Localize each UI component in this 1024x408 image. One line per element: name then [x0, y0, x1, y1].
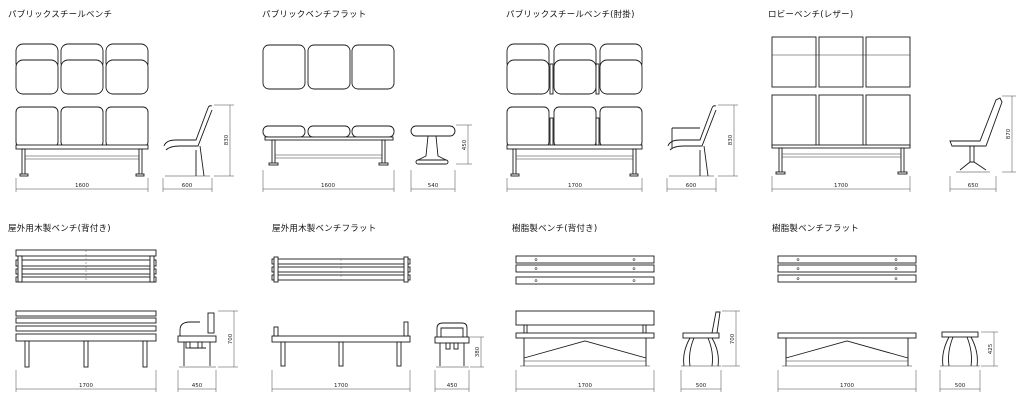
- drawing-public-steel: 1600 600 830: [15, 43, 234, 192]
- height-dimension: 830: [728, 134, 734, 145]
- bench-title-resin-back: 樹脂製ベンチ(背付き): [512, 224, 598, 234]
- depth-dimension: 450: [447, 383, 458, 389]
- plan-view: [515, 255, 655, 285]
- height-dimension: 425: [988, 343, 994, 354]
- depth-dimension: 650: [968, 183, 979, 189]
- bench-title-lobby-leather: ロビーベンチ(レザー): [768, 10, 854, 20]
- side-view: [681, 311, 721, 367]
- side-view: [940, 331, 980, 367]
- side-view: [177, 312, 217, 368]
- width-dimension: 1700: [840, 383, 854, 389]
- depth-dimension: 450: [192, 383, 203, 389]
- width-dimension: 1700: [334, 383, 348, 389]
- front-view: [15, 106, 149, 177]
- drawing-outdoor-wood-flat: 1700 450 380: [271, 256, 484, 392]
- drawing-resin-flat: 1700 500 425: [777, 255, 998, 392]
- height-dimension: 700: [730, 333, 736, 344]
- height-dimension: 450: [462, 139, 468, 150]
- plan-view: [777, 255, 917, 283]
- height-dimension: 830: [224, 134, 230, 145]
- front-view: [777, 332, 917, 367]
- height-dimension: 700: [228, 333, 234, 344]
- width-dimension: 1600: [75, 183, 89, 189]
- depth-dimension: 500: [955, 383, 966, 389]
- width-dimension: 1700: [568, 183, 582, 189]
- side-view: [949, 97, 1003, 173]
- depth-dimension: 540: [428, 183, 439, 189]
- plan-view: [15, 43, 149, 95]
- width-dimension: 1600: [321, 183, 335, 189]
- depth-dimension: 600: [686, 183, 697, 189]
- drawing-lobby-leather: 1700 650 870: [771, 36, 1016, 192]
- height-dimension: 870: [1006, 128, 1012, 139]
- front-view: [506, 106, 643, 177]
- side-view: [667, 105, 717, 177]
- bench-title-public-steel: パブリックスチールベンチ: [8, 10, 113, 20]
- depth-dimension: 600: [182, 183, 193, 189]
- side-view: [410, 125, 456, 165]
- bench-title-outdoor-wood-flat: 屋外用木製ベンチフラット: [272, 224, 377, 234]
- plan-view: [271, 256, 411, 283]
- bench-title-resin-flat: 樹脂製ベンチフラット: [772, 224, 860, 234]
- plan-view: [506, 43, 643, 95]
- width-dimension: 1700: [79, 383, 93, 389]
- plan-view: [771, 36, 911, 88]
- bench-title-public-steel-armrest: パブリックスチールベンチ(肘掛): [506, 10, 635, 20]
- width-dimension: 1700: [578, 383, 592, 389]
- bench-title-outdoor-wood-back: 屋外用木製ベンチ(背付き): [8, 224, 111, 234]
- front-view: [262, 125, 395, 166]
- drawing-public-flat: 1600 540 450: [262, 44, 472, 192]
- height-dimension: 380: [475, 346, 481, 357]
- front-view: [15, 310, 157, 368]
- depth-dimension: 500: [696, 383, 707, 389]
- plan-view: [262, 44, 395, 90]
- drawing-resin-back: 1700 500 700: [515, 255, 740, 392]
- plan-view: [15, 249, 157, 283]
- drawing-outdoor-wood-back: 1700 450 700: [15, 249, 238, 392]
- bench-title-public-flat: パブリックベンチフラット: [262, 10, 367, 20]
- side-view: [163, 105, 213, 177]
- front-view: [515, 310, 655, 367]
- front-view: [771, 94, 911, 175]
- side-view: [434, 322, 470, 368]
- front-view: [271, 321, 411, 367]
- drawing-public-steel-armrest: 1700 600 830: [506, 43, 738, 192]
- width-dimension: 1700: [834, 183, 848, 189]
